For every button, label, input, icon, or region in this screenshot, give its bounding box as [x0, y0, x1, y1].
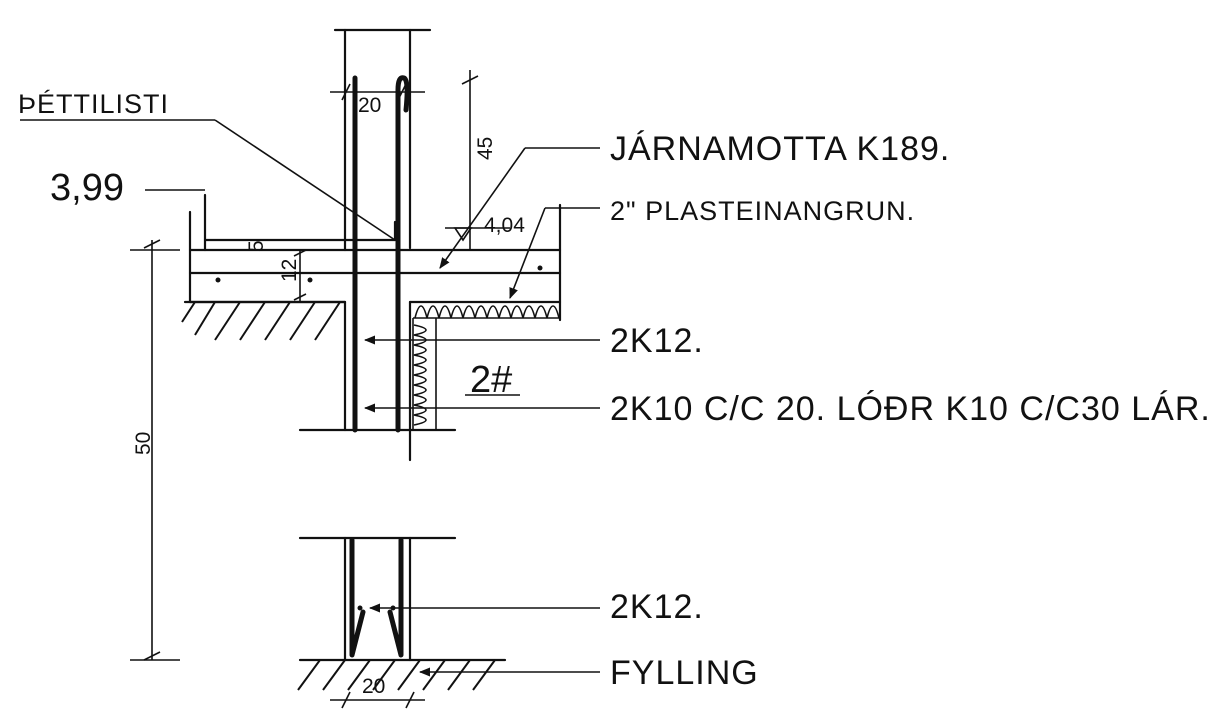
label-rebar-mark: 2# — [470, 359, 512, 401]
label-jarnamotta: JÁRNAMOTTA K189. — [610, 130, 950, 168]
dim-lap: 45 — [474, 137, 497, 160]
rebar-upper — [352, 75, 410, 433]
dim-height: 50 — [132, 432, 155, 455]
label-fill: FYLLING — [610, 654, 759, 692]
dim-slab: 12 — [278, 259, 301, 282]
ground-hatch-lower — [297, 658, 507, 691]
dimension-lines — [130, 70, 510, 709]
label-thettilisti: ÞÉTTILISTI — [18, 89, 169, 119]
dim-wall-bottom: 20 — [362, 675, 385, 698]
label-rebar-top: 2K12. — [610, 322, 704, 360]
label-insulation: 2" PLASTEINANGRUN. — [610, 196, 915, 226]
label-rebar-wall: 2K10 C/C 20. LÓÐR K10 C/C30 LÁR. — [610, 390, 1211, 428]
label-level: 3,99 — [50, 167, 124, 209]
label-rebar-bottom: 2K12. — [610, 588, 704, 626]
lower-wall — [298, 536, 457, 662]
label-level-slab: 4,04 — [484, 214, 525, 237]
dim-cover: 5 — [245, 240, 268, 252]
dim-wall-top: 20 — [358, 94, 381, 117]
ground-hatch-upper — [181, 300, 347, 341]
leader-lines — [20, 119, 600, 677]
upper-wall — [298, 28, 457, 462]
